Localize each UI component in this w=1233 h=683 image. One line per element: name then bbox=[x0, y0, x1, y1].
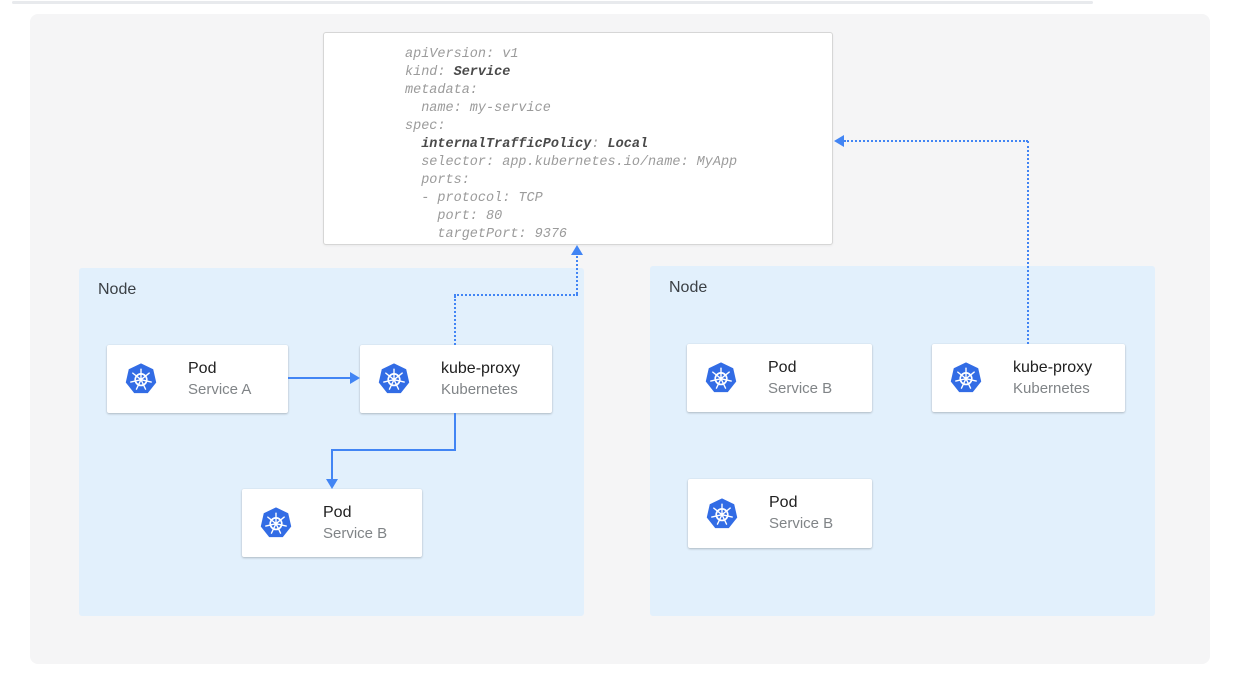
card-title: kube-proxy bbox=[441, 359, 521, 377]
card-pod-service-b-right-bottom: Pod Service B bbox=[688, 479, 872, 548]
kubernetes-icon bbox=[949, 361, 983, 395]
dotted-line-left-vertical bbox=[454, 296, 456, 345]
kubernetes-icon bbox=[704, 361, 738, 395]
dotted-line-right-vertical bbox=[1027, 141, 1029, 344]
card-kube-proxy-left: kube-proxy Kubernetes bbox=[360, 345, 552, 413]
node-label: Node bbox=[669, 279, 708, 296]
card-subtitle: Service B bbox=[323, 524, 388, 542]
arrow-pod-a-to-kube-proxy bbox=[288, 377, 350, 379]
card-title: Pod bbox=[769, 494, 798, 512]
card-subtitle: Service B bbox=[769, 515, 834, 533]
yaml-code: apiVersion: v1 kind: Service metadata: n… bbox=[405, 47, 738, 242]
arrowhead-up-icon bbox=[571, 245, 583, 255]
top-divider bbox=[12, 1, 1093, 4]
dotted-line-to-yaml-bottom bbox=[576, 256, 578, 294]
line-kube-proxy-left bbox=[331, 449, 456, 451]
dotted-line-left-horizontal bbox=[454, 294, 578, 296]
card-title: Pod bbox=[323, 503, 352, 521]
node-box-left: Node bbox=[79, 268, 584, 616]
card-subtitle: Kubernetes bbox=[1013, 379, 1090, 397]
card-kube-proxy-right: kube-proxy Kubernetes bbox=[932, 344, 1125, 412]
card-subtitle: Service A bbox=[188, 380, 252, 398]
arrowhead-down-icon bbox=[326, 479, 338, 489]
card-pod-service-b-right-top: Pod Service B bbox=[687, 344, 872, 412]
kubernetes-icon bbox=[124, 362, 158, 396]
dotted-line-right-horizontal bbox=[844, 140, 1028, 142]
arrowhead-right-icon bbox=[350, 372, 360, 384]
kubernetes-icon bbox=[377, 362, 411, 396]
card-subtitle: Kubernetes bbox=[441, 380, 518, 398]
card-pod-service-b-left: Pod Service B bbox=[242, 489, 422, 557]
card-title: kube-proxy bbox=[1013, 358, 1093, 376]
kubernetes-icon bbox=[705, 497, 739, 531]
card-subtitle: Service B bbox=[768, 379, 833, 397]
node-label: Node bbox=[98, 281, 137, 298]
kubernetes-icon bbox=[259, 506, 293, 540]
card-pod-service-a: Pod Service A bbox=[107, 345, 288, 413]
node-box-right: Node bbox=[650, 266, 1155, 616]
service-yaml-box: apiVersion: v1 kind: Service metadata: n… bbox=[323, 32, 833, 245]
line-kube-proxy-down bbox=[454, 413, 456, 450]
line-to-pod-b bbox=[331, 449, 333, 480]
arrowhead-left-icon bbox=[834, 135, 844, 147]
card-title: Pod bbox=[768, 358, 797, 376]
card-title: Pod bbox=[188, 359, 217, 377]
